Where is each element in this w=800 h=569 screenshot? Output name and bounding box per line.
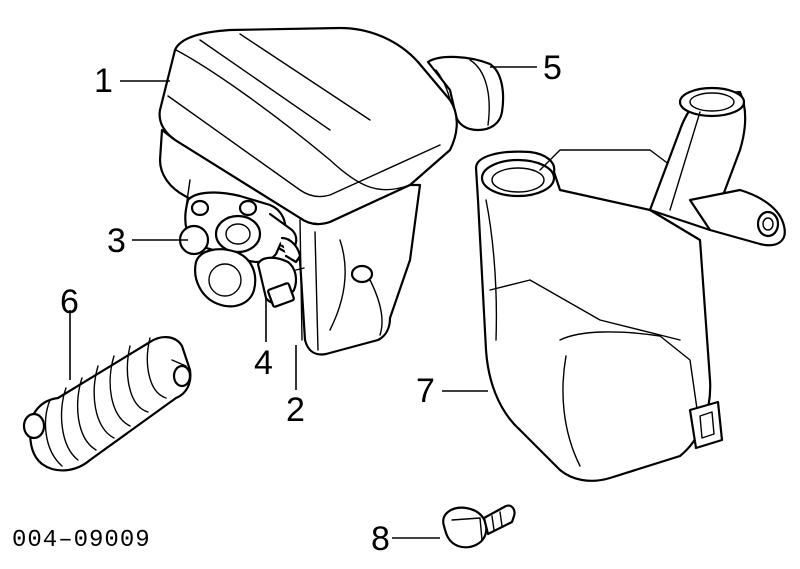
part-8-bolt <box>442 504 516 549</box>
callout-2: 2 <box>286 391 305 429</box>
part-4-sensor <box>256 256 305 308</box>
part-1-air-cleaner-cover <box>158 26 458 226</box>
diagram-id: 004–09009 <box>12 527 151 554</box>
callout-3: 3 <box>107 222 126 260</box>
callout-5: 5 <box>543 49 562 87</box>
callout-4: 4 <box>254 344 273 382</box>
callout-8: 8 <box>371 520 390 558</box>
callout-1: 1 <box>94 62 113 100</box>
callout-6: 6 <box>60 283 79 321</box>
part-6-intake-boot <box>22 336 192 472</box>
part-3-throttle-body <box>178 191 302 308</box>
leader-lines <box>69 66 537 539</box>
callout-7: 7 <box>416 372 435 410</box>
part-7-resonator <box>474 86 786 482</box>
